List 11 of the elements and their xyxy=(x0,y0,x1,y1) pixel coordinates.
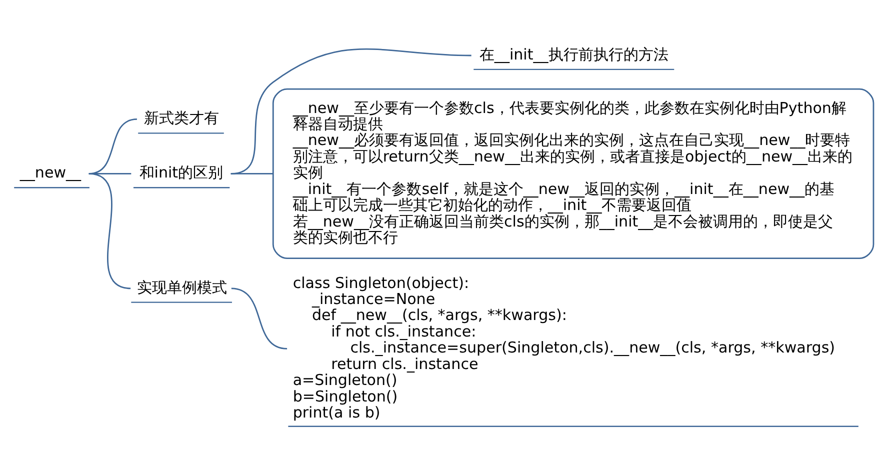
node-text: 新式类才有 xyxy=(144,109,219,128)
connector xyxy=(88,173,131,290)
connector xyxy=(230,173,274,174)
node-text: 实现单例模式 xyxy=(136,278,227,296)
node-text: __new__ xyxy=(20,164,82,182)
connector xyxy=(231,288,288,350)
node-text: 在__init__执行前执行的方法 xyxy=(479,45,668,64)
node-text: class Singleton(object): _instance=None def __new__(cls, *args, **kwargs): if not cls._instance: cls._instance=super(Singleton,cls).__new__(cls, *args, **kwargs) return cls._instance a=Singleton() b=Singleton() print(a is b) xyxy=(292,274,836,422)
connector xyxy=(230,48,472,174)
node-text: 和init的区别 xyxy=(139,164,224,182)
node-box: __new__至少要有一个参数cls，代表要实例化的类，此参数在实例化时由Python解释器自动提供 __new__必须要有返回值，返回实例化出来的实例，这点在自己实现__new__时要特别注意，可以return父类__new__出来的实例，或者直接是object的__new__出来的实例 __init__有一个参数self，就是这个__new__返回的实例，__init__在__new__的基础上可以完成一些其它初始化的动作，__init__不需要返回值 若__new__没有正确返回当前类cls的实例，那__init__是不会被调用的，即使是父类的实例也不行 xyxy=(272,88,874,259)
